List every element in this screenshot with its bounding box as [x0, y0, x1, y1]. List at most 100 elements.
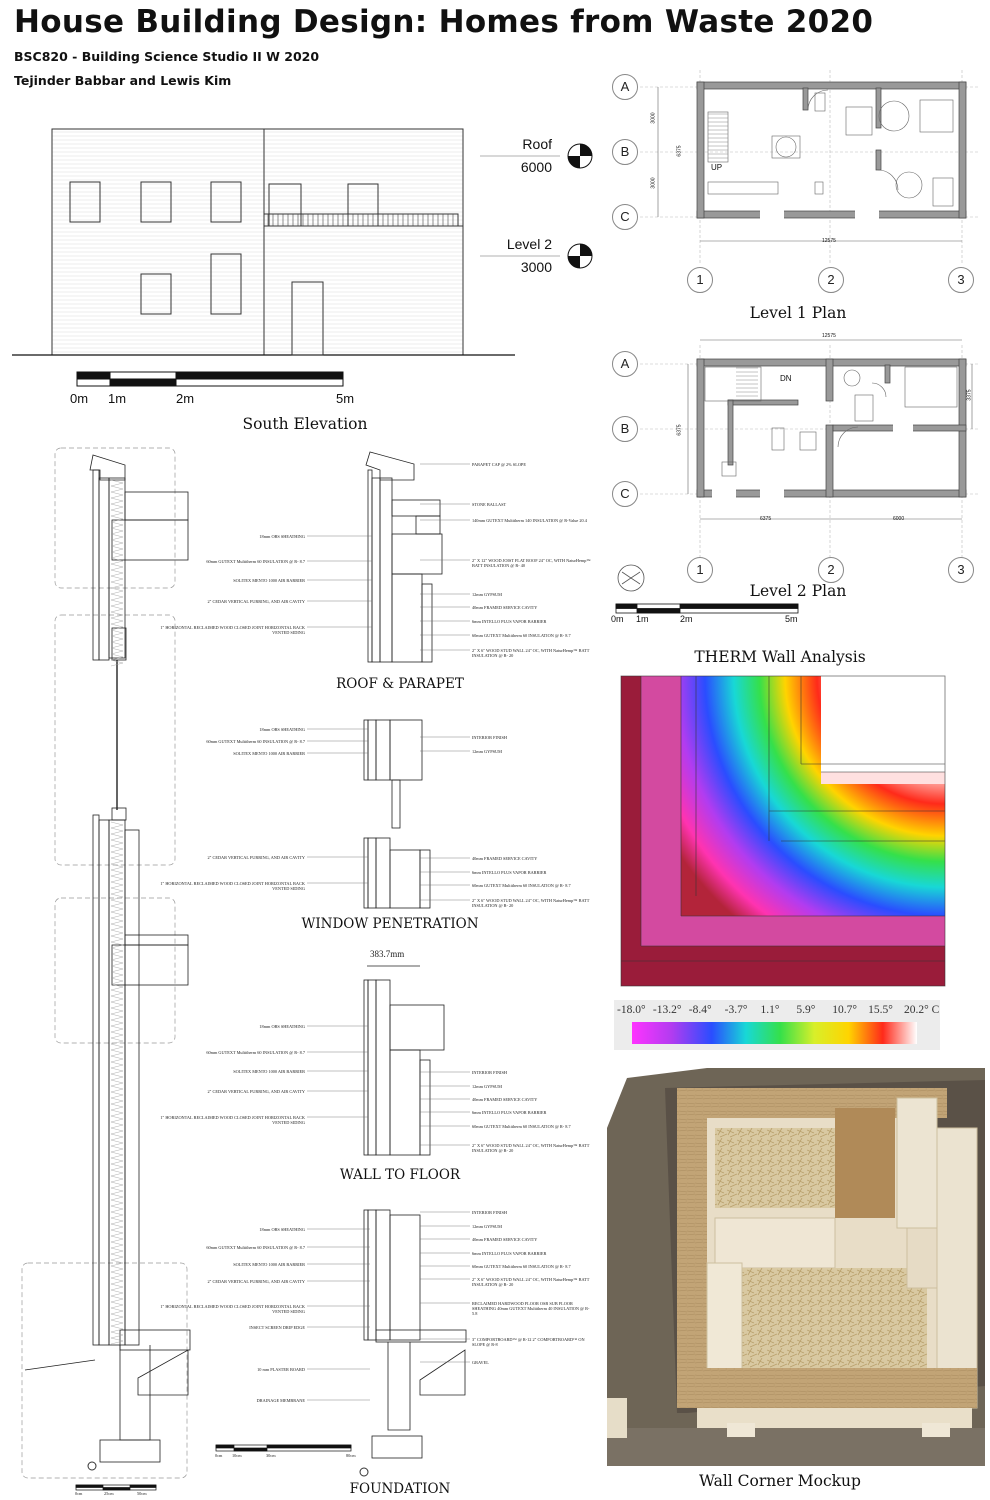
detail-note: SOLITEX MENTO 1000 AIR BARRIER — [233, 1262, 305, 1267]
foundation-caption: FOUNDATION — [349, 1481, 451, 1497]
detail-note: 1" HORIZONTAL RECLAIMED WOOD CLOSED JOIN… — [160, 881, 305, 891]
detail-note: 40mm FRAMED SERVICE CAVITY — [472, 856, 538, 861]
detail-note: 60mm GUTEXT Multitherm 60 INSULATION @ R… — [206, 739, 305, 744]
level1-up-label: UP — [711, 163, 723, 172]
detail-note: 12mm GYPSUM — [472, 592, 502, 597]
level-name-level2: Level 2 — [506, 236, 552, 252]
therm-legend-tick: 5.9° — [796, 1004, 816, 1016]
detail-note: 2" X 6" WOOD STUD WALL 24" OC, WITH Natu… — [472, 1277, 590, 1287]
detail-note: DRAINAGE MEMBRANE — [256, 1398, 305, 1403]
therm-legend-tick: -8.4° — [688, 1004, 712, 1016]
therm-legend-tick: -18.0° — [617, 1004, 646, 1016]
section-scale-bar-left — [75, 1484, 157, 1491]
detail-note: 40mm FRAMED SERVICE CAVITY — [472, 1097, 538, 1102]
elevation-window — [210, 181, 242, 223]
therm-legend-tick: 20.2° C — [904, 1004, 940, 1016]
detail-note: 2" CEDAR VERTICAL FURRING, AND AIR CAVIT… — [207, 1089, 305, 1094]
level2-dim-left: 6375 — [760, 516, 772, 522]
therm-legend-tick: 15.5° — [868, 1004, 893, 1016]
plan-scale-label: 1m — [636, 614, 649, 624]
detail-note: 1" HORIZONTAL RECLAIMED WOOD CLOSED JOIN… — [160, 625, 305, 635]
detail-note: 3" COMFORTBOARD™ @ R-12 2" COMFORTBOARD™… — [472, 1337, 585, 1347]
detail-note: SOLITEX MENTO 1000 AIR BARRIER — [233, 578, 305, 583]
page-title: House Building Design: Homes from Waste … — [14, 4, 874, 40]
detail-note: 18mm OBS SHEATHING — [259, 727, 305, 732]
detail-note: RECLAIMED HARDWOOD FLOOR OSB SUB FLOOR S… — [472, 1301, 590, 1316]
grid-bubble-row: C — [612, 204, 638, 230]
detail-note: 2" CEDAR VERTICAL FURRING, AND AIR CAVIT… — [207, 599, 305, 604]
north-arrow-icon — [617, 564, 645, 592]
detail-note: 60mm GUTEXT Multitherm 60 INSULATION @ R… — [472, 883, 571, 888]
plan-scale-label: 2m — [680, 614, 693, 624]
detail-note: 12mm GYPSUM — [472, 1224, 502, 1229]
wall-corner-mockup-caption: Wall Corner Mockup — [699, 1472, 861, 1490]
detail-note: 12mm GYPSUM — [472, 1084, 502, 1089]
detail-note: 60mm GUTEXT Multitherm 60 INSULATION @ R… — [206, 559, 305, 564]
level-marker-roof — [567, 143, 593, 169]
grid-bubble-row: A — [612, 351, 638, 377]
elevation-door — [291, 281, 324, 356]
detail-note: INSECT SCREEN DRIP EDGE — [249, 1325, 305, 1330]
south-elevation-caption: South Elevation — [242, 415, 368, 433]
therm-legend-tick: 1.1° — [760, 1004, 780, 1016]
detail-note: 6mm INTELLO PLUS VAPOR BARRIER — [472, 1110, 547, 1115]
level2-dim-total: 12575 — [822, 333, 836, 339]
detail-note: 60mm GUTEXT Multitherm 60 INSULATION @ R… — [472, 633, 571, 638]
detail-note: SOLITEX MENTO 1000 AIR BARRIER — [233, 1069, 305, 1074]
detail-note: STONE BALLAST — [472, 502, 507, 507]
plan-scale-label: 0m — [611, 614, 624, 624]
wall-to-floor-caption: WALL TO FLOOR — [339, 1167, 461, 1183]
therm-analysis-image — [620, 675, 946, 987]
therm-caption: THERM Wall Analysis — [694, 648, 866, 666]
section-insulation-hatch — [110, 479, 124, 1345]
level2-stairs — [736, 367, 758, 397]
detail-note: 2" X 6" WOOD STUD WALL 24" OC, WITH Natu… — [472, 1143, 590, 1153]
detail-note: 140mm GUTEXT Multitherm 140 INSULATION @… — [472, 518, 587, 523]
grid-bubble-col: 1 — [687, 267, 713, 293]
elevation-scale-bar — [76, 371, 344, 387]
elevation-window — [140, 181, 172, 223]
grid-bubble-col: 1 — [687, 557, 713, 583]
level2-dim-right: 6000 — [893, 516, 905, 522]
authors: Tejinder Babbar and Lewis Kim — [14, 73, 232, 88]
detail-note: 40mm FRAMED SERVICE CAVITY — [472, 1237, 538, 1242]
section-scale-label: 25cm — [104, 1491, 114, 1496]
elevation-siding-lines — [52, 131, 463, 353]
detail-note: 6mm INTELLO PLUS VAPOR BARRIER — [472, 619, 547, 624]
level1-plan-caption: Level 1 Plan — [749, 304, 847, 322]
detail-note: 60mm GUTEXT Multitherm 60 INSULATION @ R… — [472, 1264, 571, 1269]
section-scale-label: 50cm — [137, 1491, 147, 1496]
level2-plan-caption: Level 2 Plan — [749, 582, 847, 600]
therm-legend-bar — [614, 1000, 940, 1050]
level-elev-level2: 3000 — [520, 259, 552, 275]
mid-scale-label: 10cm — [232, 1453, 242, 1458]
grid-bubble-row: B — [612, 416, 638, 442]
detail-note: INTERIOR FINISH — [472, 735, 507, 740]
detail-note: 60mm GUTEXT Multitherm 60 INSULATION @ R… — [472, 1124, 571, 1129]
detail-note: GRAVEL — [472, 1360, 489, 1365]
grid-bubble-row: B — [612, 139, 638, 165]
grid-bubble-col: 2 — [818, 557, 844, 583]
grid-bubble-col: 3 — [948, 267, 974, 293]
detail-note: 2" X 12" WOOD JOIST FLAT ROOF 24" OC, WI… — [472, 558, 591, 568]
level-marker-level2 — [567, 243, 593, 269]
detail-note: INTERIOR FINISH — [472, 1070, 507, 1075]
level-elev-roof: 6000 — [520, 159, 552, 175]
detail-note: INTERIOR FINISH — [472, 1210, 507, 1215]
elevation-railing-bars — [267, 214, 454, 226]
elevation-railing — [263, 213, 459, 227]
detail-note: 60mm GUTEXT Multitherm 60 INSULATION @ R… — [206, 1245, 305, 1250]
grid-bubble-row: C — [612, 481, 638, 507]
detail-note: 40mm FRAMED SERVICE CAVITY — [472, 605, 538, 610]
level-name-roof: Roof — [522, 136, 552, 152]
roof-parapet-caption: ROOF & PARAPET — [336, 676, 464, 692]
course-subtitle: BSC820 - Building Science Studio II W 20… — [14, 49, 320, 64]
detail-note: 1" HORIZONTAL RECLAIMED WOOD CLOSED JOIN… — [160, 1304, 305, 1314]
mid-scale-label: 0cm — [215, 1453, 223, 1458]
detail-note: 2" CEDAR VERTICAL FURRING, AND AIR CAVIT… — [207, 855, 305, 860]
